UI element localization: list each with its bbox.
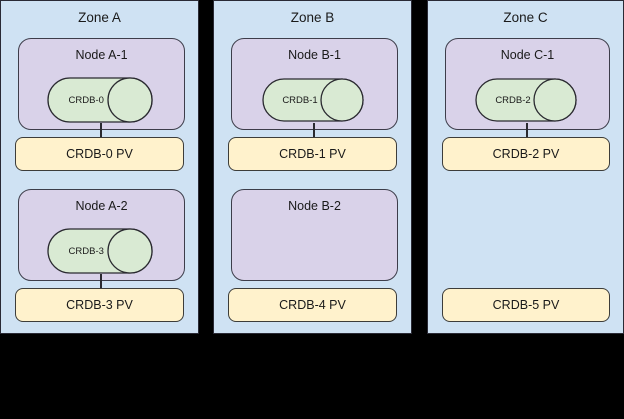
volume-crdb-2-pv[interactable]: CRDB-2 PV: [442, 137, 610, 171]
node-a-2-title: Node A-2: [75, 199, 128, 213]
volume-crdb-4-pv-label: CRDB-4 PV: [279, 298, 346, 312]
volume-crdb-0-pv[interactable]: CRDB-0 PV: [15, 137, 184, 171]
volume-crdb-5-pv[interactable]: CRDB-5 PV: [442, 288, 610, 322]
node-c-1-title: Node C-1: [500, 48, 555, 62]
node-a-2[interactable]: Node A-2 CRDB-3: [18, 189, 185, 281]
volume-crdb-1-pv[interactable]: CRDB-1 PV: [228, 137, 397, 171]
node-a-1[interactable]: Node A-1 CRDB-0: [18, 38, 185, 130]
node-b-2[interactable]: Node B-2: [231, 189, 398, 281]
pod-crdb-1[interactable]: CRDB-1: [262, 78, 364, 122]
connector-crdb-3: [100, 274, 102, 289]
node-b-1[interactable]: Node B-1 CRDB-1: [231, 38, 398, 130]
volume-crdb-4-pv[interactable]: CRDB-4 PV: [228, 288, 397, 322]
volume-crdb-1-pv-label: CRDB-1 PV: [279, 147, 346, 161]
zone-b-title: Zone B: [290, 10, 335, 25]
volume-crdb-0-pv-label: CRDB-0 PV: [66, 147, 133, 161]
pod-crdb-2[interactable]: CRDB-2: [475, 78, 577, 122]
cylinder-shape: [47, 77, 153, 123]
node-c-1[interactable]: Node C-1 CRDB-2: [445, 38, 610, 130]
connector-crdb-0: [100, 123, 102, 138]
volume-crdb-3-pv-label: CRDB-3 PV: [66, 298, 133, 312]
volume-crdb-5-pv-label: CRDB-5 PV: [492, 298, 560, 312]
connector-crdb-2: [526, 123, 528, 138]
volume-crdb-3-pv[interactable]: CRDB-3 PV: [15, 288, 184, 322]
zone-b-container[interactable]: Zone B Node B-1 CRDB-1 CRDB-1 PV Node B-…: [213, 0, 412, 334]
node-b-1-title: Node B-1: [288, 48, 341, 62]
pod-crdb-3[interactable]: CRDB-3: [47, 228, 153, 274]
cylinder-shape: [47, 228, 153, 274]
volume-crdb-2-pv-label: CRDB-2 PV: [492, 147, 560, 161]
zone-c-title: Zone C: [503, 10, 548, 25]
zone-a-container[interactable]: Zone A Node A-1 CRDB-0 CRDB-0 PV Node A-…: [0, 0, 199, 334]
connector-crdb-1: [313, 123, 315, 138]
zone-a-title: Zone A: [78, 10, 121, 25]
node-a-1-title: Node A-1: [75, 48, 128, 62]
zone-c-container[interactable]: Zone C Node C-1 CRDB-2 CRDB-2 PV CRDB-5 …: [427, 0, 624, 334]
cylinder-shape: [475, 78, 577, 122]
cylinder-shape: [262, 78, 364, 122]
pod-crdb-0[interactable]: CRDB-0: [47, 77, 153, 123]
node-b-2-title: Node B-2: [288, 199, 341, 213]
